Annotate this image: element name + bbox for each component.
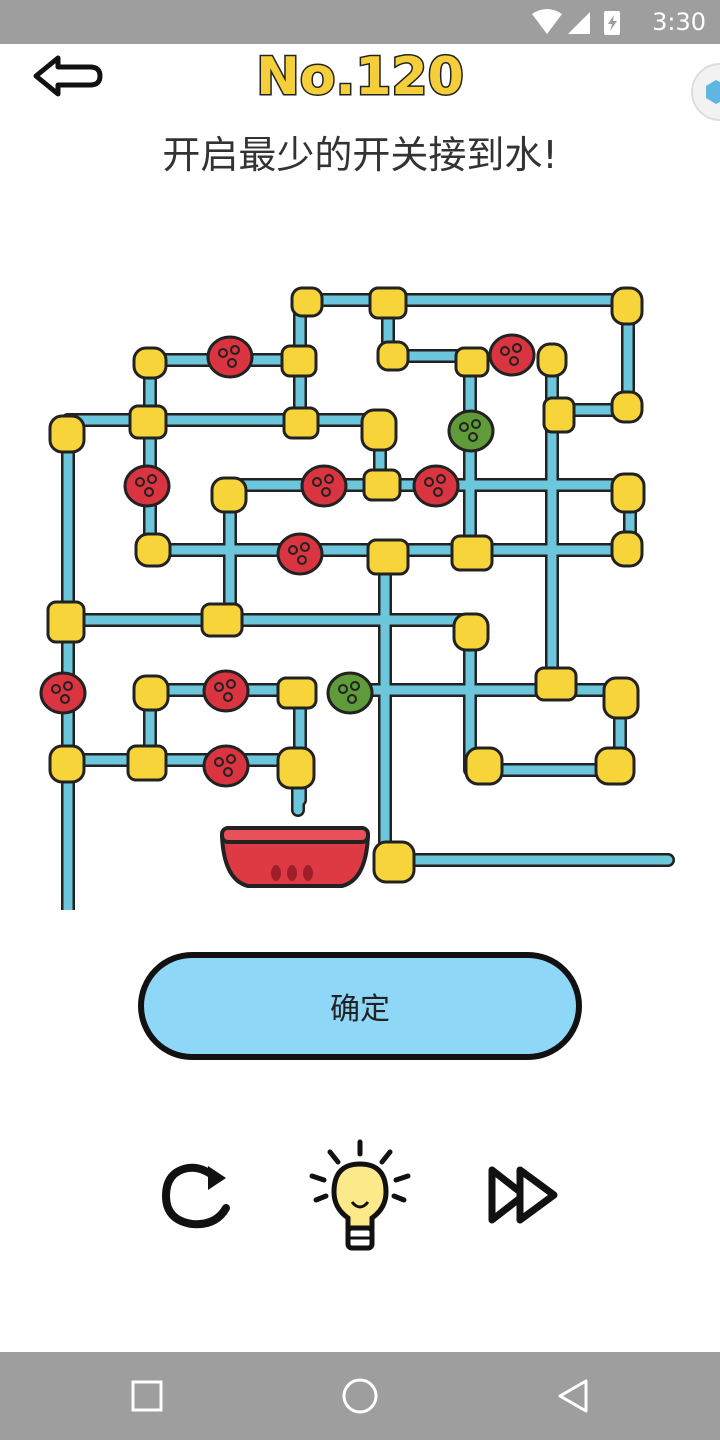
pipe-joints bbox=[46, 286, 646, 884]
wifi-icon bbox=[532, 9, 562, 34]
valve[interactable] bbox=[276, 532, 324, 576]
valve[interactable] bbox=[39, 671, 87, 715]
valve[interactable] bbox=[412, 464, 460, 508]
instruction-text: 开启最少的开关接到水! bbox=[162, 133, 558, 177]
valve[interactable] bbox=[202, 744, 250, 788]
level-title-text: No.120 bbox=[256, 47, 464, 107]
back-arrow-icon[interactable] bbox=[30, 52, 106, 100]
recents-square-icon[interactable] bbox=[130, 1379, 164, 1413]
valve[interactable] bbox=[447, 409, 495, 453]
system-nav-bar bbox=[0, 1352, 720, 1440]
signal-icon bbox=[568, 12, 590, 34]
status-bar: 3:30 bbox=[0, 0, 720, 44]
bowl bbox=[220, 826, 370, 888]
cube-icon[interactable] bbox=[686, 62, 720, 122]
confirm-button-label: 确定 bbox=[330, 992, 390, 1027]
restart-icon[interactable] bbox=[156, 1156, 240, 1236]
status-icons bbox=[532, 8, 642, 40]
battery-charging-icon bbox=[604, 11, 620, 35]
home-circle-icon[interactable] bbox=[341, 1377, 379, 1415]
valve[interactable] bbox=[488, 333, 536, 377]
valve[interactable] bbox=[300, 464, 348, 508]
confirm-button[interactable]: 确定 bbox=[138, 952, 582, 1060]
pipe-puzzle-board bbox=[39, 286, 675, 910]
valve[interactable] bbox=[123, 464, 171, 508]
hint-lightbulb-icon[interactable] bbox=[306, 1138, 414, 1258]
status-time: 3:30 bbox=[652, 8, 706, 36]
pipe-network bbox=[61, 293, 675, 910]
level-title: No.120 bbox=[255, 46, 466, 109]
valve[interactable] bbox=[202, 669, 250, 713]
skip-forward-icon[interactable] bbox=[484, 1160, 564, 1230]
valve[interactable] bbox=[206, 335, 254, 379]
valve[interactable] bbox=[326, 671, 374, 715]
back-triangle-icon[interactable] bbox=[556, 1378, 592, 1414]
